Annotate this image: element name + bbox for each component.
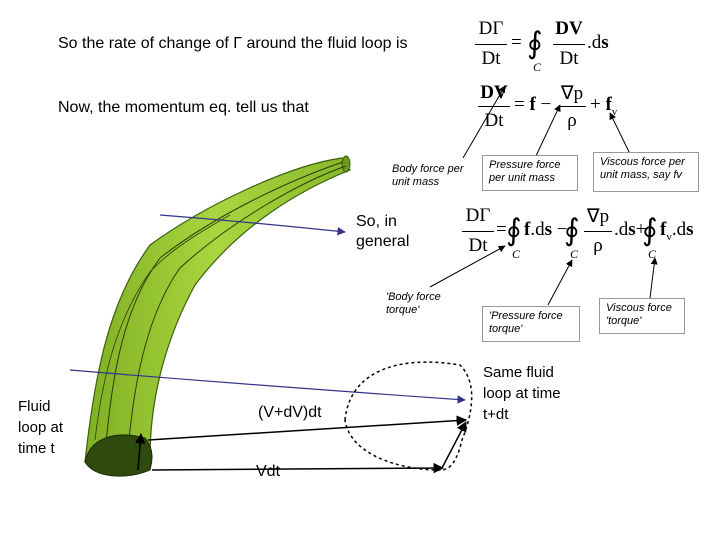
pointer-viscous (609, 112, 633, 159)
pointer-body (462, 85, 506, 159)
streamline (104, 161, 344, 456)
fluid-loop-at-time-t-label: Fluid loop at time t (18, 398, 64, 457)
general-circulation-equation: DΓ Dt = ∮ C f.ds − ∮ C ∇p ρ .ds+ ∮ C fv.… (462, 205, 702, 267)
viscous-force-torque-label: Viscous force 'torque' (599, 298, 685, 334)
so-general-arrow (159, 214, 346, 236)
so-in-general-text: So, in general (356, 213, 410, 250)
pointer-viscous-torque (649, 257, 658, 299)
streamline (94, 214, 231, 441)
same-fluid-loop-label: Same fluid loop at time t+dt (483, 364, 561, 423)
fluid-tube (84, 157, 351, 463)
momentum-equation: DV Dt = f − ∇p ρ + fv (478, 82, 628, 138)
circulation-rate-equation: DΓ Dt = ∮ C DV Dt .ds (475, 18, 615, 78)
body-force-torque-label: 'Body force torque' (382, 288, 468, 320)
body-force-label: Body force per unit mass (388, 160, 474, 192)
pointer-pressure-torque (547, 259, 573, 306)
same-loop-arrow (69, 369, 466, 404)
vdt-arrow (151, 462, 445, 474)
loop-edge-arrow (134, 432, 146, 471)
pointer-pressure (534, 104, 561, 159)
fluid-loop-t (84, 434, 153, 477)
pointer-body-torque (429, 245, 506, 288)
streamline (127, 165, 347, 453)
rate-of-change-text: So the rate of change of Γ around the fl… (58, 35, 408, 52)
vdv-dt-arrow (147, 415, 468, 441)
momentum-text: Now, the momentum eq. tell us that (58, 99, 309, 116)
viscous-force-label: Viscous force per unit mass, say fv (593, 152, 699, 192)
dv-dt-arrow (441, 421, 467, 469)
v-dt-label: Vdt (256, 463, 281, 480)
pressure-force-torque-label: 'Pressure force torque' (482, 306, 580, 342)
tube-end-cap (341, 155, 351, 173)
fluid-loop-t-dt (344, 361, 473, 471)
v-plus-dv-dt-label: (V+dV)dt (258, 404, 322, 421)
pressure-force-label: Pressure force per unit mass (482, 155, 578, 191)
